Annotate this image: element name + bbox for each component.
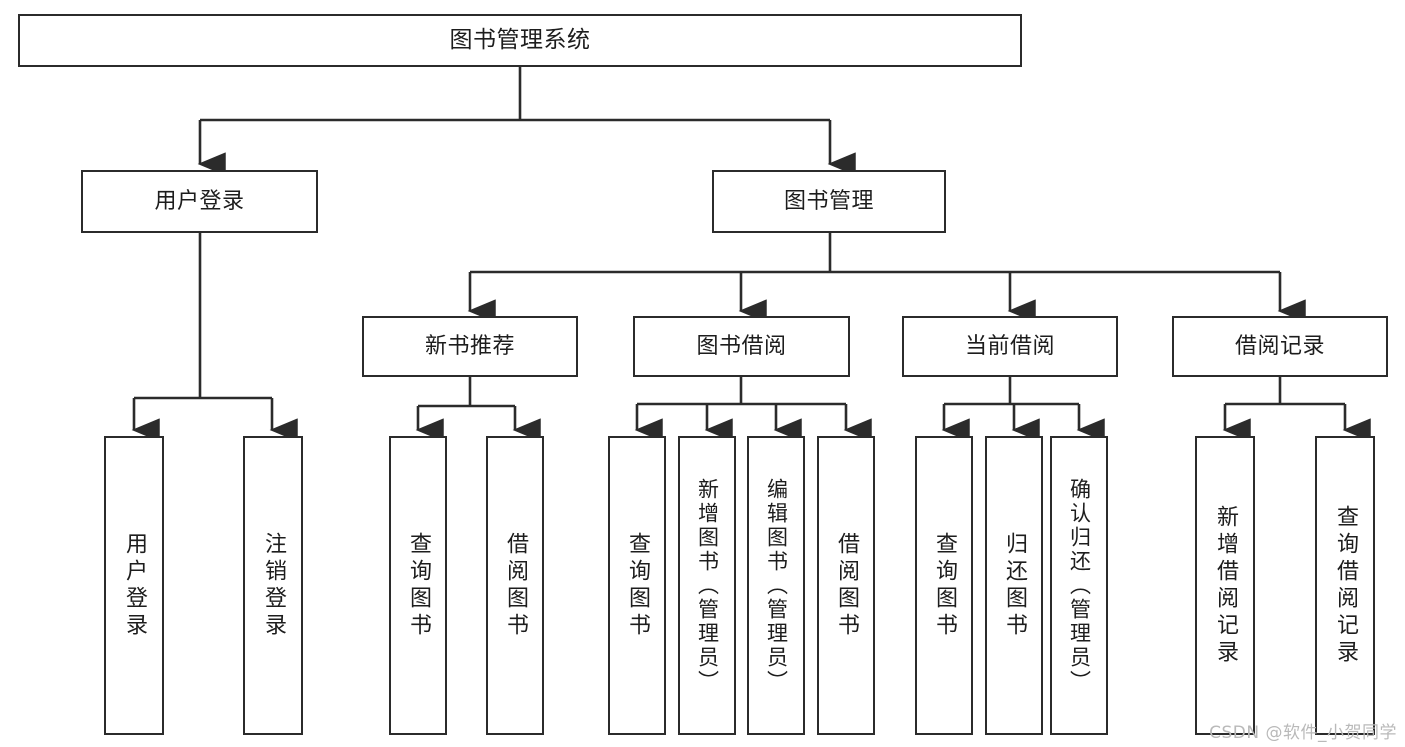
node-label: 图书借阅 [696, 333, 787, 359]
leaf-borrow-query-book[interactable]: 查询图书 [608, 436, 666, 735]
node-new-book-recommend[interactable]: 新书推荐 [362, 316, 578, 377]
node-label: 归还图书 [1002, 531, 1027, 640]
node-label: 新增借阅记录 [1213, 504, 1238, 667]
node-user-login[interactable]: 用户登录 [81, 170, 318, 233]
leaf-user-login[interactable]: 用户登录 [104, 436, 164, 735]
node-label: 用户登录 [154, 188, 245, 214]
leaf-newbook-borrow-book[interactable]: 借阅图书 [486, 436, 544, 735]
node-label: 借阅图书 [834, 531, 859, 640]
leaf-logout-login[interactable]: 注销登录 [243, 436, 303, 735]
leaf-record-add-record[interactable]: 新增借阅记录 [1195, 436, 1255, 735]
node-label: 新增图书（管理员） [695, 477, 720, 694]
leaf-borrow-add-book-admin[interactable]: 新增图书（管理员） [678, 436, 736, 735]
node-label: 注销登录 [261, 531, 286, 640]
node-label: 图书管理系统 [449, 26, 591, 53]
node-label: 查询图书 [625, 531, 650, 640]
node-label: 用户登录 [122, 531, 147, 640]
node-borrow-record[interactable]: 借阅记录 [1172, 316, 1388, 377]
leaf-newbook-query-book[interactable]: 查询图书 [389, 436, 447, 735]
node-root-system[interactable]: 图书管理系统 [18, 14, 1022, 67]
leaf-current-query-book[interactable]: 查询图书 [915, 436, 973, 735]
node-book-borrow[interactable]: 图书借阅 [633, 316, 850, 377]
node-label: 当前借阅 [964, 333, 1055, 359]
leaf-current-return-book[interactable]: 归还图书 [985, 436, 1043, 735]
node-label: 编辑图书（管理员） [764, 477, 789, 694]
leaf-borrow-edit-book-admin[interactable]: 编辑图书（管理员） [747, 436, 805, 735]
leaf-borrow-borrow-book[interactable]: 借阅图书 [817, 436, 875, 735]
node-label: 查询借阅记录 [1333, 504, 1358, 667]
leaf-record-query-record[interactable]: 查询借阅记录 [1315, 436, 1375, 735]
node-label: 图书管理 [783, 188, 874, 214]
node-label: 查询图书 [932, 531, 957, 640]
node-label: 查询图书 [406, 531, 431, 640]
node-label: 借阅记录 [1234, 333, 1325, 359]
node-current-borrow[interactable]: 当前借阅 [902, 316, 1118, 377]
csdn-watermark: CSDN @软件_小贺同学 [1209, 723, 1397, 743]
node-book-management[interactable]: 图书管理 [712, 170, 946, 233]
node-label: 新书推荐 [424, 333, 515, 359]
node-label: 确认归还（管理员） [1067, 477, 1092, 694]
leaf-current-confirm-return-admin[interactable]: 确认归还（管理员） [1050, 436, 1108, 735]
node-label: 借阅图书 [503, 531, 528, 640]
